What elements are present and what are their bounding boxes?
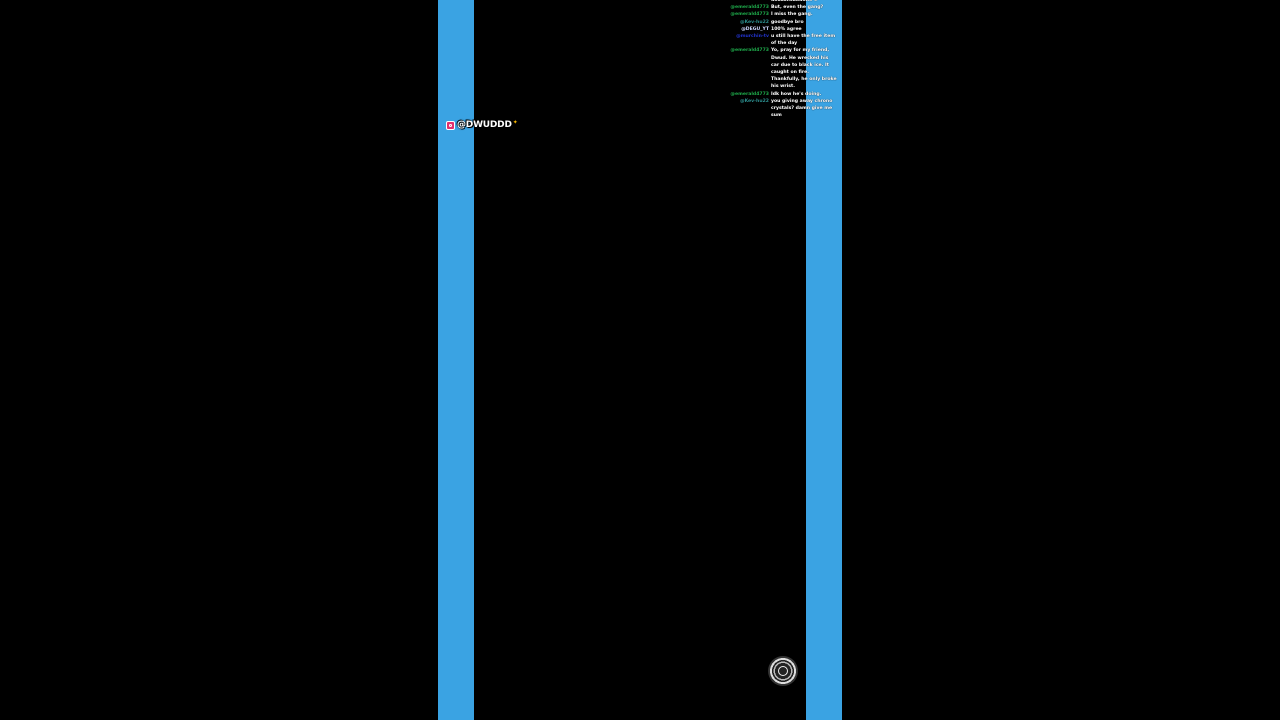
chat-author[interactable]: @Kev-hu22 (739, 19, 769, 25)
chat-author[interactable]: @emerald4773 (730, 91, 769, 97)
chat-author[interactable]: @DEGU_YT (741, 26, 769, 32)
chat-text: Idk how he's doing. (771, 91, 822, 97)
chat-author[interactable]: @murchin-tv (736, 34, 769, 40)
chat-author[interactable]: @emerald4773 (730, 5, 769, 11)
handle-text: @DWUDDD (457, 120, 512, 130)
chat-text: But, even the gang? (771, 5, 824, 11)
record-button[interactable] (768, 656, 798, 686)
chat-text: 100% agree (771, 26, 802, 32)
chat-text: you giving away chrono crystals? damn gi… (771, 98, 833, 119)
chat-text: I miss the gang. (771, 12, 813, 18)
chat-text: Yo, pray for my friend, Dwud. He wrecked… (771, 48, 837, 90)
instagram-icon (446, 120, 455, 130)
sparkle-icon: ✦ (512, 118, 518, 126)
chat-author[interactable]: @emerald4773 (730, 12, 769, 18)
record-icon (778, 666, 788, 676)
chat-text: u still have the free item of the day (771, 34, 836, 47)
chat-message: dokkansuaddict ① (700, 0, 840, 4)
chat-text: goodbye bro (771, 19, 804, 25)
chat-author[interactable]: @emerald4773 (730, 48, 769, 54)
right-side-bar (806, 0, 842, 720)
left-side-bar (438, 0, 474, 720)
chat-text: dokkansuaddict ① (771, 0, 818, 3)
chat-author[interactable]: @Kev-hu22 (739, 98, 769, 104)
social-handle-overlay: @DWUDDD ✦ (446, 118, 518, 130)
